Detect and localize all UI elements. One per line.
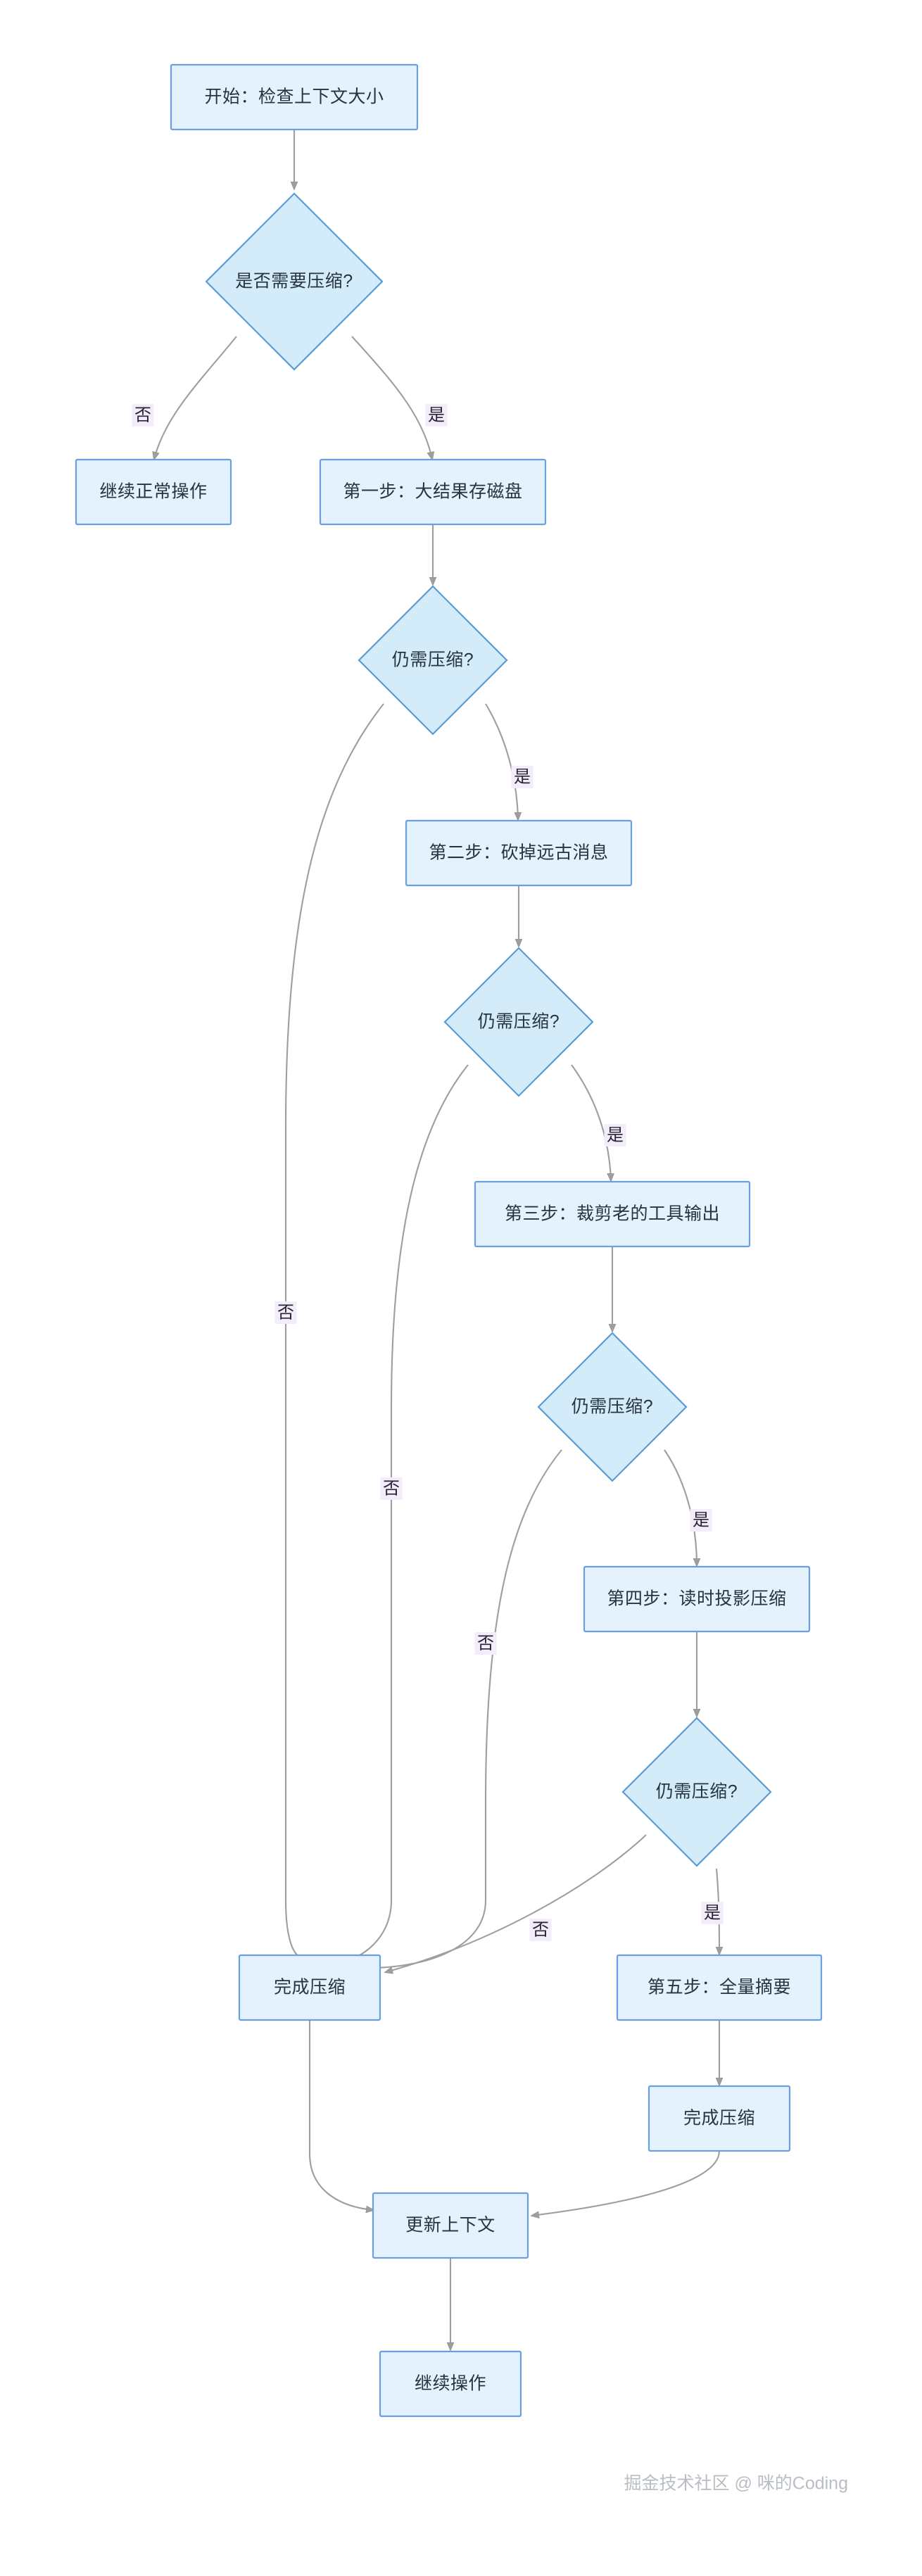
node-done1[interactable]: 完成压缩 [238, 1954, 381, 2021]
edge-label-text: 是 [704, 1903, 721, 1922]
edge-label-text: 否 [277, 1303, 294, 1322]
node-dec4[interactable]: 仍需压缩? [537, 1332, 688, 1482]
node-label: 开始：检查上下文大小 [204, 87, 384, 107]
edge-label-text: 否 [134, 405, 151, 424]
edge-labels-layer: 否是否是否是否是否是 [132, 404, 724, 1941]
node-step3[interactable]: 第三步：裁剪老的工具输出 [474, 1180, 751, 1248]
node-continue[interactable]: 继续操作 [379, 2350, 522, 2418]
node-step5[interactable]: 第五步：全量摘要 [616, 1954, 823, 2021]
node-label: 更新上下文 [405, 2216, 495, 2235]
process-shape [616, 1954, 823, 2021]
node-label: 第一步：大结果存磁盘 [343, 482, 522, 502]
edge-label-text: 是 [514, 767, 531, 786]
node-label: 继续正常操作 [99, 482, 207, 502]
process-shape [648, 2085, 791, 2152]
node-label: 完成压缩 [274, 1978, 346, 1997]
node-label: 仍需压缩? [571, 1397, 653, 1417]
edge-done1-to-update [308, 2020, 373, 2210]
decision-shape [443, 947, 594, 1097]
edge-dec5-to-done1 [386, 1834, 647, 1972]
edge-label-dec4-step4: 是 [690, 1509, 712, 1532]
edge-label-text: 是 [607, 1125, 624, 1144]
edge-label-background [511, 766, 533, 788]
decision-shape [205, 192, 384, 371]
node-step4[interactable]: 第四步：读时投影压缩 [583, 1565, 811, 1633]
edge-label-dec3-step3: 是 [604, 1124, 626, 1147]
node-label: 完成压缩 [683, 2109, 755, 2128]
edge-label-background [425, 404, 448, 427]
edges-layer [154, 130, 719, 2349]
node-step1[interactable]: 第一步：大结果存磁盘 [319, 458, 547, 526]
edge-label-background [274, 1301, 297, 1324]
edge-label-text: 是 [693, 1510, 709, 1529]
node-label: 第四步：读时投影压缩 [607, 1589, 786, 1609]
process-shape [405, 819, 633, 887]
edge-dec1-to-step1 [351, 336, 432, 459]
process-shape [474, 1180, 751, 1248]
node-start[interactable]: 开始：检查上下文大小 [170, 63, 419, 131]
edge-label-dec5-done1: 否 [529, 1919, 552, 1941]
node-dec1[interactable]: 是否需要压缩? [205, 192, 384, 371]
edge-label-dec1-step1: 是 [425, 404, 448, 427]
edge-label-background [690, 1509, 712, 1532]
node-label: 仍需压缩? [656, 1782, 738, 1802]
decision-shape [621, 1717, 772, 1867]
node-label: 第五步：全量摘要 [648, 1978, 791, 1997]
decision-shape [358, 585, 508, 735]
edge-label-background [701, 1902, 724, 1924]
edge-label-dec1-normal: 否 [132, 404, 154, 427]
process-shape [319, 458, 547, 526]
node-label: 继续操作 [415, 2374, 486, 2394]
edge-label-text: 否 [383, 1479, 400, 1498]
edge-label-dec5-step5: 是 [701, 1902, 724, 1924]
node-label: 第二步：砍掉远古消息 [429, 843, 608, 863]
edge-label-dec4-done1: 否 [474, 1632, 497, 1655]
process-shape [372, 2192, 529, 2259]
edge-label-background [604, 1124, 626, 1147]
process-shape [170, 63, 419, 131]
process-shape [379, 2350, 522, 2418]
edge-label-dec3-done1: 否 [380, 1477, 403, 1500]
edge-label-background [380, 1477, 403, 1500]
edge-dec2-to-done1 [284, 703, 384, 1957]
node-done2[interactable]: 完成压缩 [648, 2085, 791, 2152]
node-dec5[interactable]: 仍需压缩? [621, 1717, 772, 1867]
node-label: 是否需要压缩? [235, 272, 353, 291]
node-dec3[interactable]: 仍需压缩? [443, 947, 594, 1097]
edge-dec1-to-normal [154, 336, 237, 459]
node-label: 第三步：裁剪老的工具输出 [505, 1204, 720, 1224]
process-shape [75, 458, 232, 526]
edge-done2-to-update [532, 2150, 721, 2216]
edge-label-background [474, 1632, 497, 1655]
edge-dec3-to-step3 [571, 1064, 611, 1180]
edge-label-background [529, 1919, 552, 1941]
watermark-credit: 掘金技术社区 @ 咪的Coding [624, 2474, 849, 2494]
node-label: 仍需压缩? [392, 650, 474, 670]
edge-label-text: 否 [532, 1920, 549, 1939]
edge-dec4-to-step4 [664, 1449, 697, 1565]
node-dec2[interactable]: 仍需压缩? [358, 585, 508, 735]
edge-dec4-to-done1 [352, 1449, 562, 1968]
edge-label-text: 是 [428, 405, 445, 424]
decision-shape [537, 1332, 688, 1482]
edge-dec3-to-done1 [324, 1064, 469, 1964]
edge-label-dec2-step2: 是 [511, 766, 533, 788]
nodes-layer: 开始：检查上下文大小是否需要压缩?继续正常操作第一步：大结果存磁盘仍需压缩?第二… [75, 63, 823, 2418]
node-update[interactable]: 更新上下文 [372, 2192, 529, 2259]
node-step2[interactable]: 第二步：砍掉远古消息 [405, 819, 633, 887]
edge-dec2-to-step2 [485, 703, 518, 819]
edge-label-dec2-done1: 否 [274, 1301, 297, 1324]
process-shape [238, 1954, 381, 2021]
edge-label-text: 否 [477, 1634, 494, 1653]
node-normal[interactable]: 继续正常操作 [75, 458, 232, 526]
edge-label-background [132, 404, 154, 427]
node-label: 仍需压缩? [478, 1012, 560, 1032]
process-shape [583, 1565, 811, 1633]
